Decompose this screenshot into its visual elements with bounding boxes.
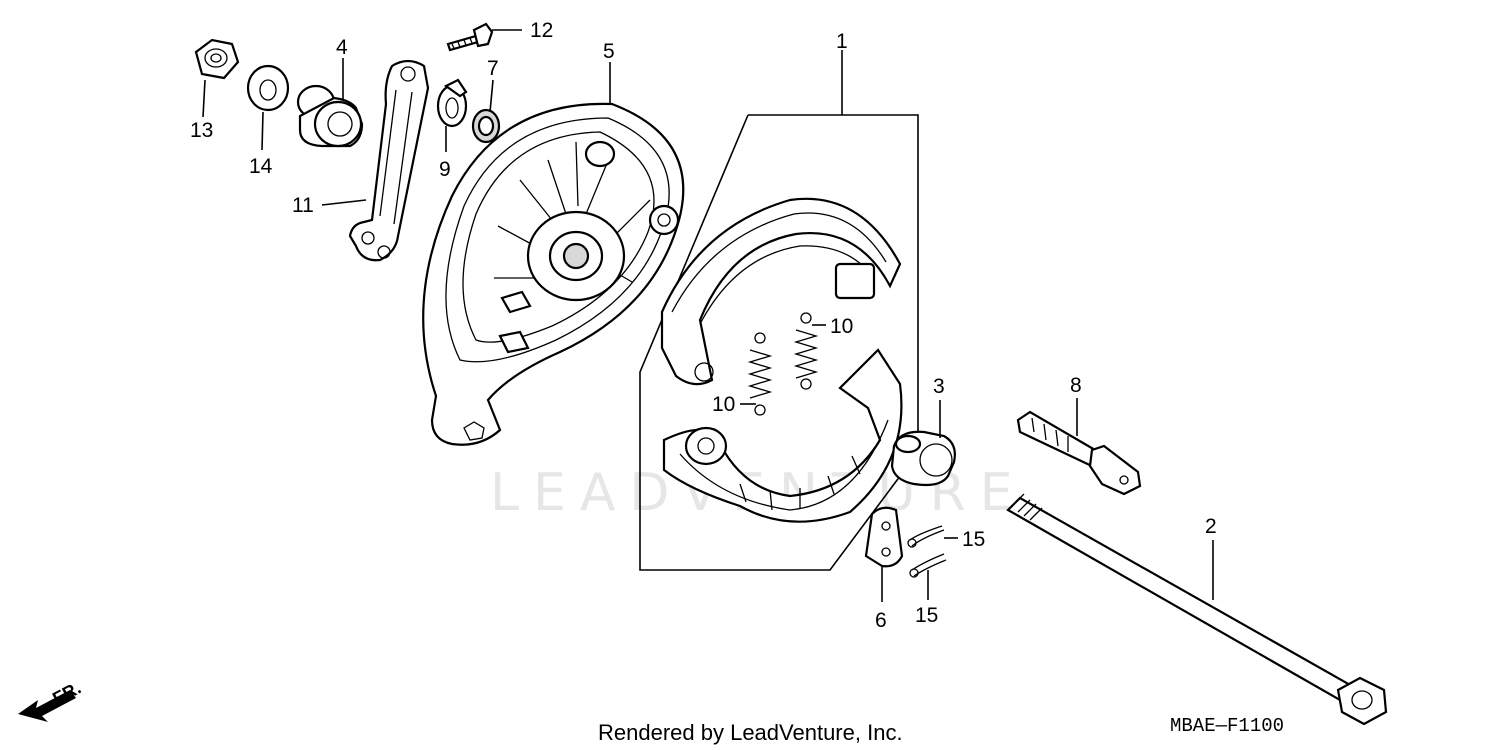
part-cotter-pin-15-upper[interactable]: [907, 525, 945, 548]
part-brake-arm-11[interactable]: [348, 59, 430, 262]
part-oring-7[interactable]: [471, 108, 501, 144]
part-bushing-3[interactable]: [890, 430, 956, 487]
callout-12[interactable]: 12: [530, 19, 553, 42]
callout-7[interactable]: 7: [487, 57, 499, 80]
front-arrow-icon: [18, 690, 76, 722]
part-brake-panel-5[interactable]: [422, 102, 685, 446]
footer-credit: Rendered by LeadVenture, Inc.: [598, 720, 903, 745]
part-spring-10-lower[interactable]: [747, 332, 773, 416]
part-brake-shoe-lower[interactable]: [662, 348, 903, 523]
part-bolt-12[interactable]: [446, 22, 494, 52]
leader-11: [321, 199, 367, 206]
part-cotter-pin-15-lower[interactable]: [909, 553, 947, 578]
callout-3[interactable]: 3: [933, 375, 945, 398]
callout-5[interactable]: 5: [603, 40, 615, 63]
part-spring-10-upper[interactable]: [793, 312, 819, 390]
callout-9[interactable]: 9: [439, 158, 451, 181]
part-washer-14[interactable]: [246, 64, 290, 112]
callout-10-upper[interactable]: 10: [830, 315, 853, 338]
part-brake-cam-8[interactable]: [1016, 410, 1142, 496]
part-seal-9[interactable]: [436, 78, 468, 128]
callout-4[interactable]: 4: [336, 36, 348, 59]
leader-13: [202, 79, 206, 118]
part-axle-2[interactable]: [1006, 493, 1388, 726]
callout-10-lower[interactable]: 10: [712, 393, 735, 416]
callout-14[interactable]: 14: [249, 155, 273, 178]
callout-15-lower[interactable]: 15: [915, 604, 938, 627]
part-nut-13[interactable]: [194, 38, 240, 80]
callout-15-upper[interactable]: 15: [962, 528, 985, 551]
callout-2[interactable]: 2: [1205, 515, 1217, 538]
callout-8[interactable]: 8: [1070, 374, 1082, 397]
part-plate-6[interactable]: [864, 506, 904, 568]
callout-13[interactable]: 13: [190, 119, 213, 142]
part-collar-4[interactable]: [296, 84, 364, 148]
callout-1[interactable]: 1: [836, 30, 848, 53]
leader-14: [261, 111, 264, 151]
leader-7: [489, 79, 494, 113]
diagram-code: MBAE—F1100: [1170, 715, 1284, 737]
part-brake-shoe-upper[interactable]: [660, 197, 902, 386]
callout-6[interactable]: 6: [875, 609, 887, 632]
callout-11[interactable]: 11: [292, 194, 314, 217]
